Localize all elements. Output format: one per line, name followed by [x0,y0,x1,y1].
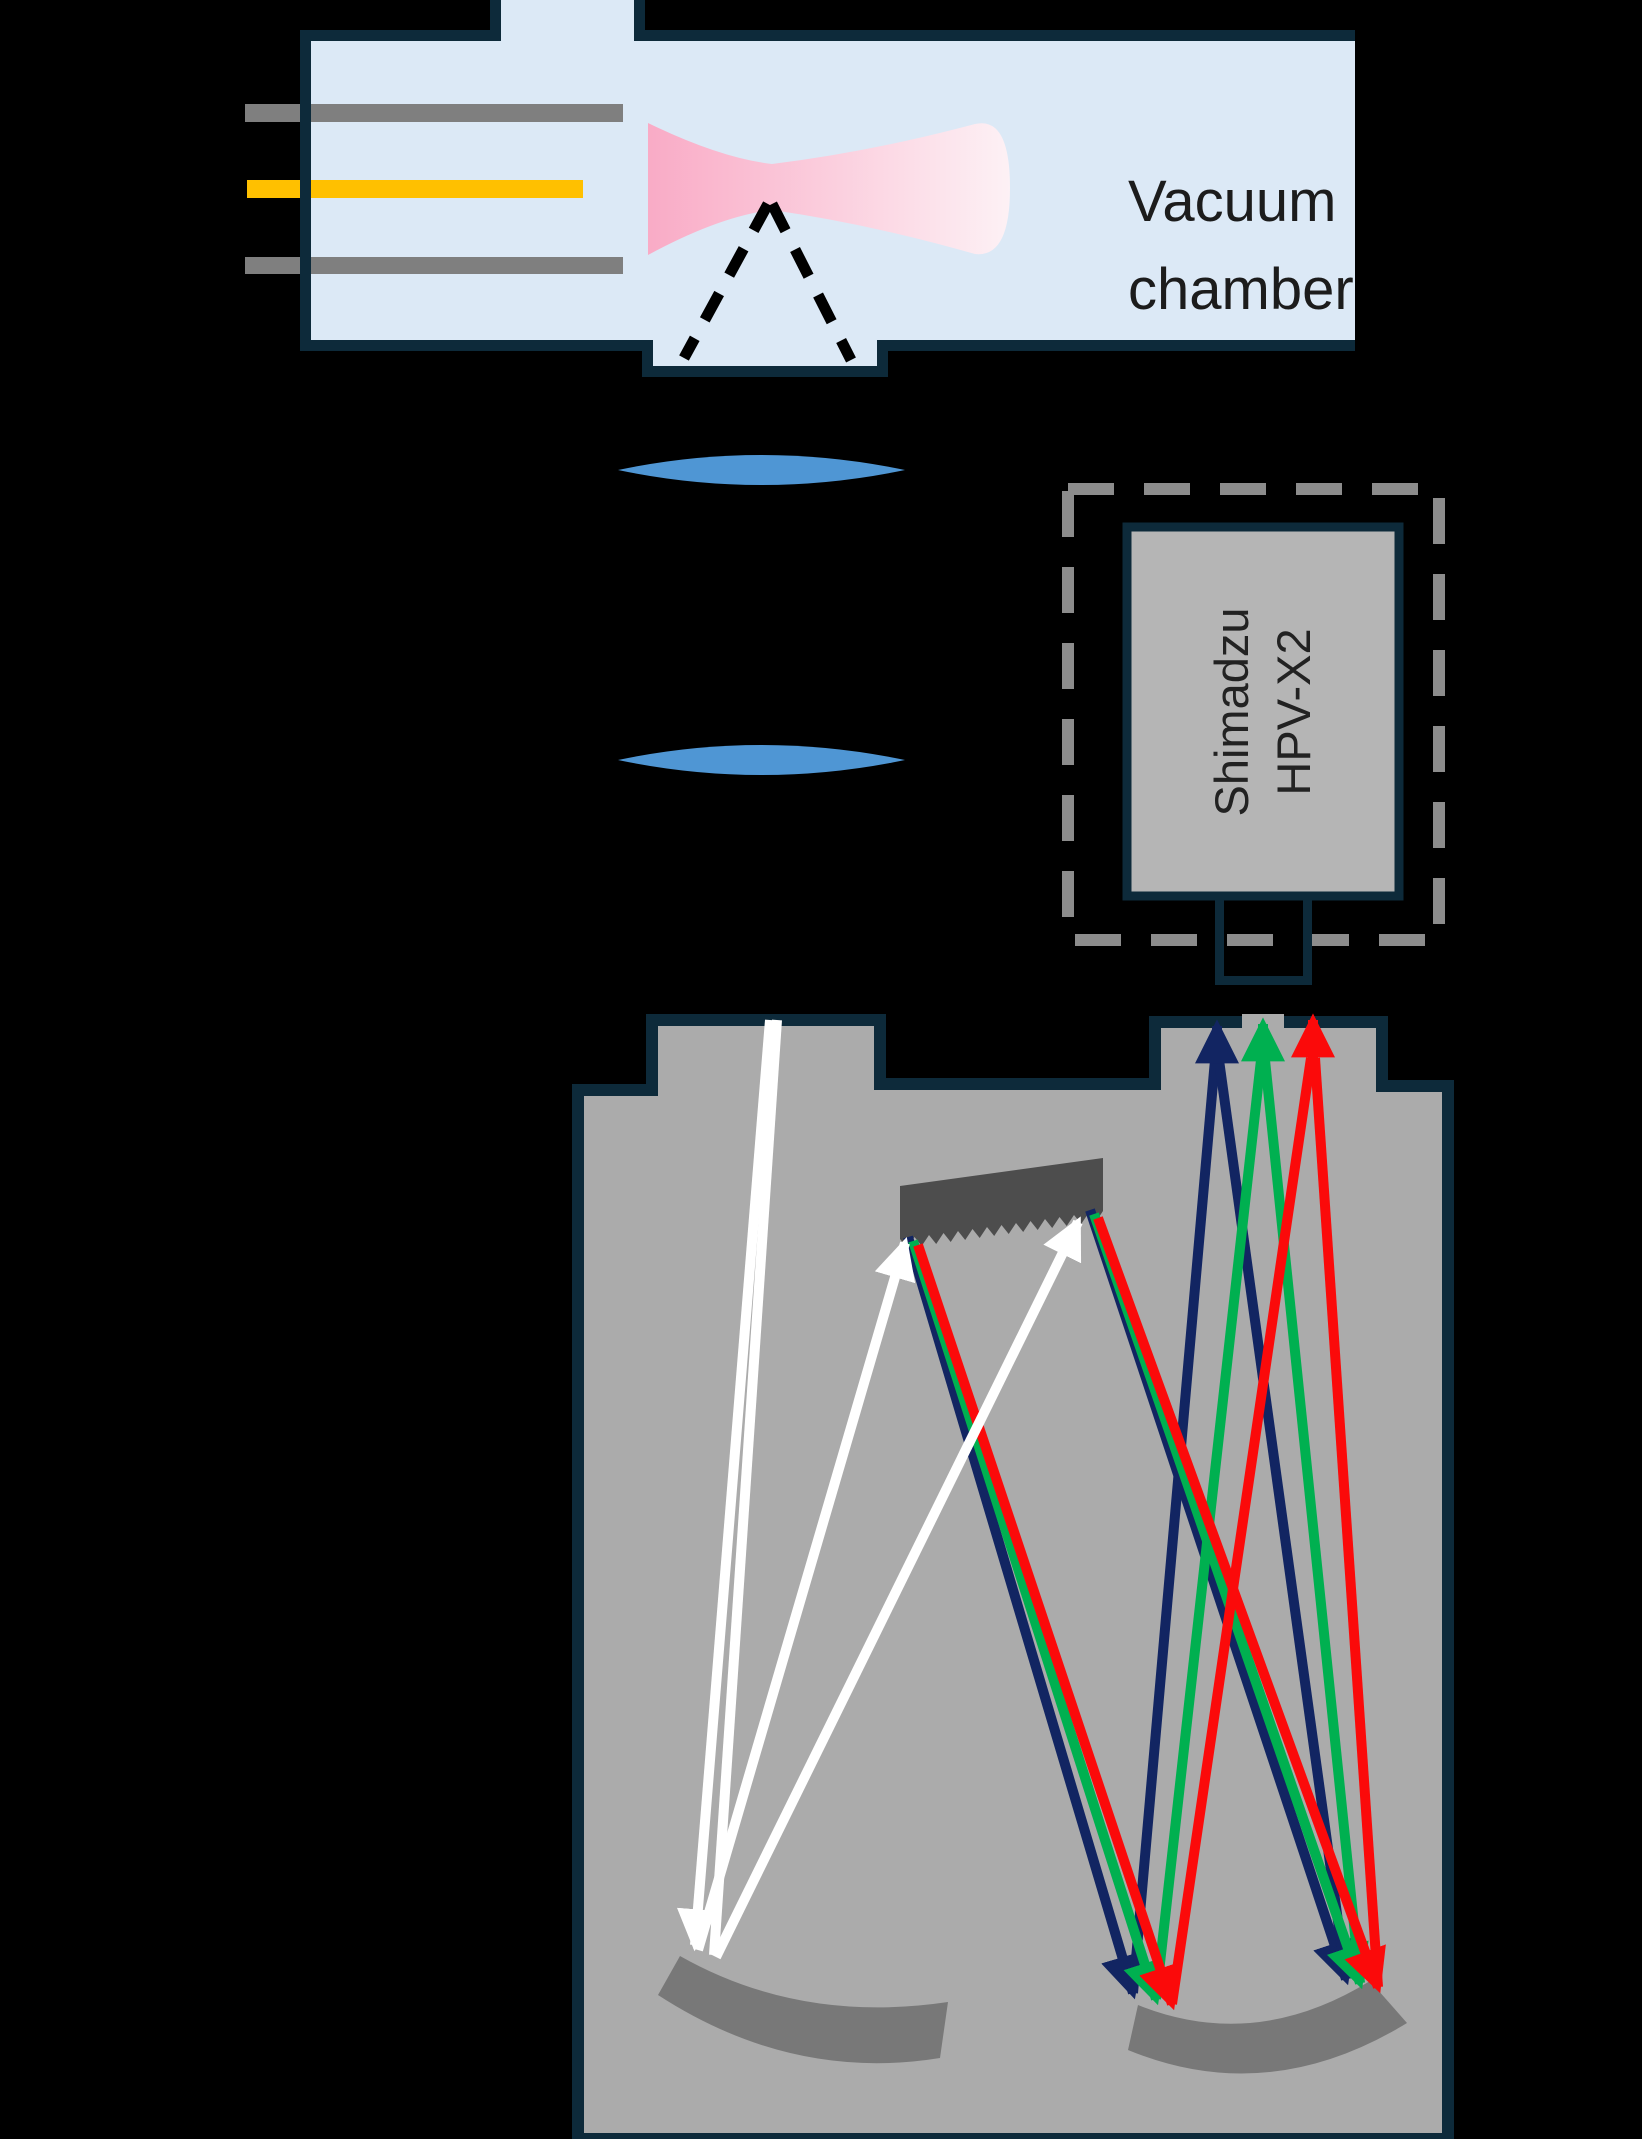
chamber-top-window [501,0,634,41]
chamber-border-bottom-left [300,340,642,351]
ray-white-mirror-to-grating-2 [711,1216,1083,1960]
camera-dashed-outline [1062,483,1445,946]
ray-red-grating-to-mirror-1 [913,1243,1181,2011]
chamber-bottom-window-wall-bottom [642,366,888,377]
tube-wall-left [1215,896,1224,985]
dispersed-rays-red [913,1013,1386,2011]
ray-red-grating-to-mirror-2 [1093,1216,1386,1994]
chamber-bottom-window-wall-right [877,340,888,377]
ray-white-entrance-1 [676,1019,775,1952]
ray-green-mirror-to-exit-2 [1260,1059,1365,1984]
camera-lens-tube [1215,896,1312,985]
cone-leg-left [679,201,773,361]
ray-blue-mirror-to-exit-1 [1128,1059,1220,1994]
chamber-border-bottom-right [888,340,1355,351]
vacuum-chamber-label: Vacuum chamber [1128,158,1354,334]
chamber-top-window-wall-left [490,0,501,41]
camera-label-line1: Shimadzu [1205,607,1258,817]
chamber-top-window-wall-right [634,0,645,41]
camera-label: Shimadzu HPV-X2 [1201,608,1325,817]
vacuum-chamber-label-line1: Vacuum [1128,169,1337,234]
ray-white-mirror-to-grating-1 [693,1236,916,1952]
ray-blue-grating-to-mirror-1 [903,1235,1144,2000]
ray-white-entrance-2 [709,1019,782,1956]
electrode-bottom [245,257,623,274]
ray-green-grating-to-mirror-1 [908,1239,1166,2006]
chamber-bottom-window-wall-left [642,340,653,377]
plasma-channel [648,123,1010,255]
chamber-border-top-right [645,30,1355,41]
vacuum-chamber [245,0,1355,377]
white-beam-path [676,1019,1083,1960]
camera-label-line2: HPV-X2 [1267,628,1320,796]
collimating-mirror [658,1956,948,2064]
chamber-border-top-left [300,30,490,41]
focusing-mirror [1128,1981,1407,2074]
cone-leg-right [767,201,856,363]
ray-red-mirror-to-exit-1 [1167,1057,1316,2005]
vacuum-chamber-label-line2: chamber [1128,257,1354,322]
camera-box [1122,522,1404,901]
laser-beam [247,180,583,198]
lens-1 [618,455,905,485]
tube-wall-right [1303,896,1312,985]
electrode-top [245,104,623,122]
tube-wall-bottom [1215,976,1312,985]
chamber-border-left [300,30,311,351]
ray-red-mirror-to-exit-2 [1310,1057,1383,1988]
lens-2 [618,745,905,775]
collection-cone-dashed [679,201,856,363]
